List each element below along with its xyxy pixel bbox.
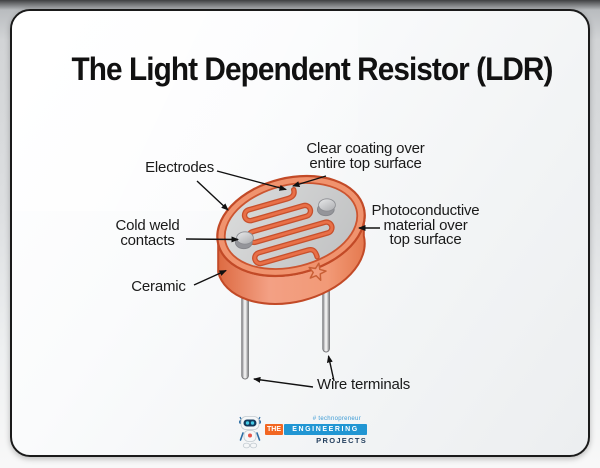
label-electrodes: Electrodes <box>145 159 214 176</box>
brand-logo: # technopreneur THE ENGINEERING PROJECTS <box>237 413 367 455</box>
arrow-ceramic <box>193 269 227 286</box>
arrow-wire-left <box>253 376 314 388</box>
label-wire-terminals: Wire terminals <box>317 376 411 393</box>
label-clear-coating: Clear coating over entire top surface <box>306 140 425 172</box>
arrow-electrodes-top <box>216 170 287 191</box>
arrow-wire-right <box>326 355 335 382</box>
diagram-card: The Light Dependent Resistor (LDR) <box>10 9 590 457</box>
label-cold-weld: Cold weld contacts <box>115 217 180 249</box>
logo-word-engineering: ENGINEERING <box>284 424 367 435</box>
electrode-right <box>316 198 336 217</box>
label-ceramic: Ceramic <box>131 278 186 295</box>
arrow-clear-coating <box>292 175 327 187</box>
logo-word-projects: PROJECTS <box>316 436 367 445</box>
label-photoconductive: Photoconductive material over top surfac… <box>371 202 480 248</box>
logo-word-the: THE <box>265 424 283 435</box>
page-title: The Light Dependent Resistor (LDR) <box>71 51 554 87</box>
arrow-electrodes-left <box>196 180 229 211</box>
electrode-left <box>235 231 254 250</box>
robot-mascot-icon <box>239 416 261 449</box>
star-marking-icon <box>308 262 327 281</box>
logo-tagline: # technopreneur <box>312 416 361 422</box>
arrow-cold-weld <box>185 236 239 243</box>
